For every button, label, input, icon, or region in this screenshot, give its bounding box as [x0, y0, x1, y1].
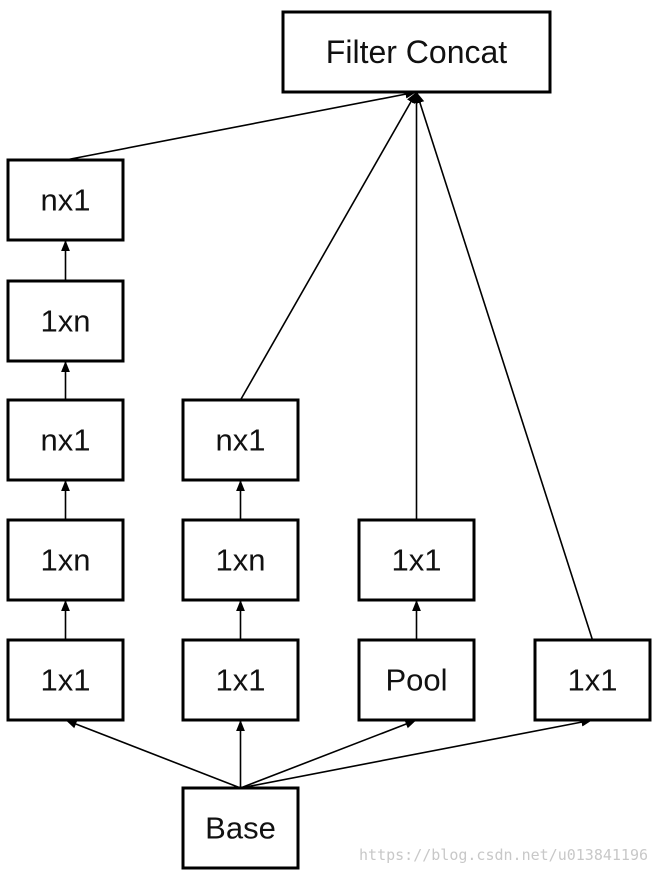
- branch2-nx1-node: nx1: [181, 398, 300, 482]
- branch1-1xn-node: 1xn: [6, 518, 125, 602]
- branch1-1xn-label: 1xn: [41, 543, 91, 578]
- branch2-1xn-label: 1xn: [216, 543, 266, 578]
- arrow-base-to-b4_conv1x1: [240, 717, 593, 789]
- arrow-b1_convnx1_b-to-concat: [65, 89, 417, 161]
- branch1-1x1-label: 1x1: [41, 663, 91, 698]
- watermark-text: https://blog.csdn.net/u013841196: [359, 846, 648, 864]
- branch1-1x1-node: 1x1: [6, 638, 125, 722]
- connection-lines: [61, 89, 594, 789]
- branch3-1x1-node: 1x1: [357, 518, 476, 602]
- branch1-nx1-label: nx1: [41, 423, 91, 458]
- arrow-b4_conv1x1-to-concat: [415, 91, 594, 641]
- arrow-base-to-b3_pool: [240, 719, 417, 789]
- branch2-nx1-label: nx1: [216, 423, 266, 458]
- branch3-pool-label: Pool: [385, 663, 447, 698]
- branch2-1x1-label: 1x1: [216, 663, 266, 698]
- base-node: Base: [181, 786, 300, 870]
- branch2-1x1-node: 1x1: [181, 638, 300, 722]
- branch2-1xn-node: 1xn: [181, 518, 300, 602]
- branch4-1x1-node: 1x1: [533, 638, 652, 722]
- filter-concat-label: Filter Concat: [326, 34, 508, 70]
- branch1-nx1-node: nx1: [6, 398, 125, 482]
- branch1-1xn-top-node: 1xn: [6, 279, 125, 363]
- branch1-nx1-top-label: nx1: [41, 183, 91, 218]
- branch1-nx1-top-node: nx1: [6, 158, 125, 242]
- branch3-1x1-label: 1x1: [392, 543, 442, 578]
- branch3-pool-node: Pool: [357, 638, 476, 722]
- branch1-1xn-top-label: 1xn: [41, 304, 91, 339]
- branch4-1x1-label: 1x1: [568, 663, 618, 698]
- filter-concat-node: Filter Concat: [281, 10, 552, 94]
- base-label: Base: [205, 811, 276, 846]
- arrow-b2_convnx1-to-concat: [239, 91, 418, 401]
- arrow-base-to-b1_conv1x1: [65, 719, 241, 789]
